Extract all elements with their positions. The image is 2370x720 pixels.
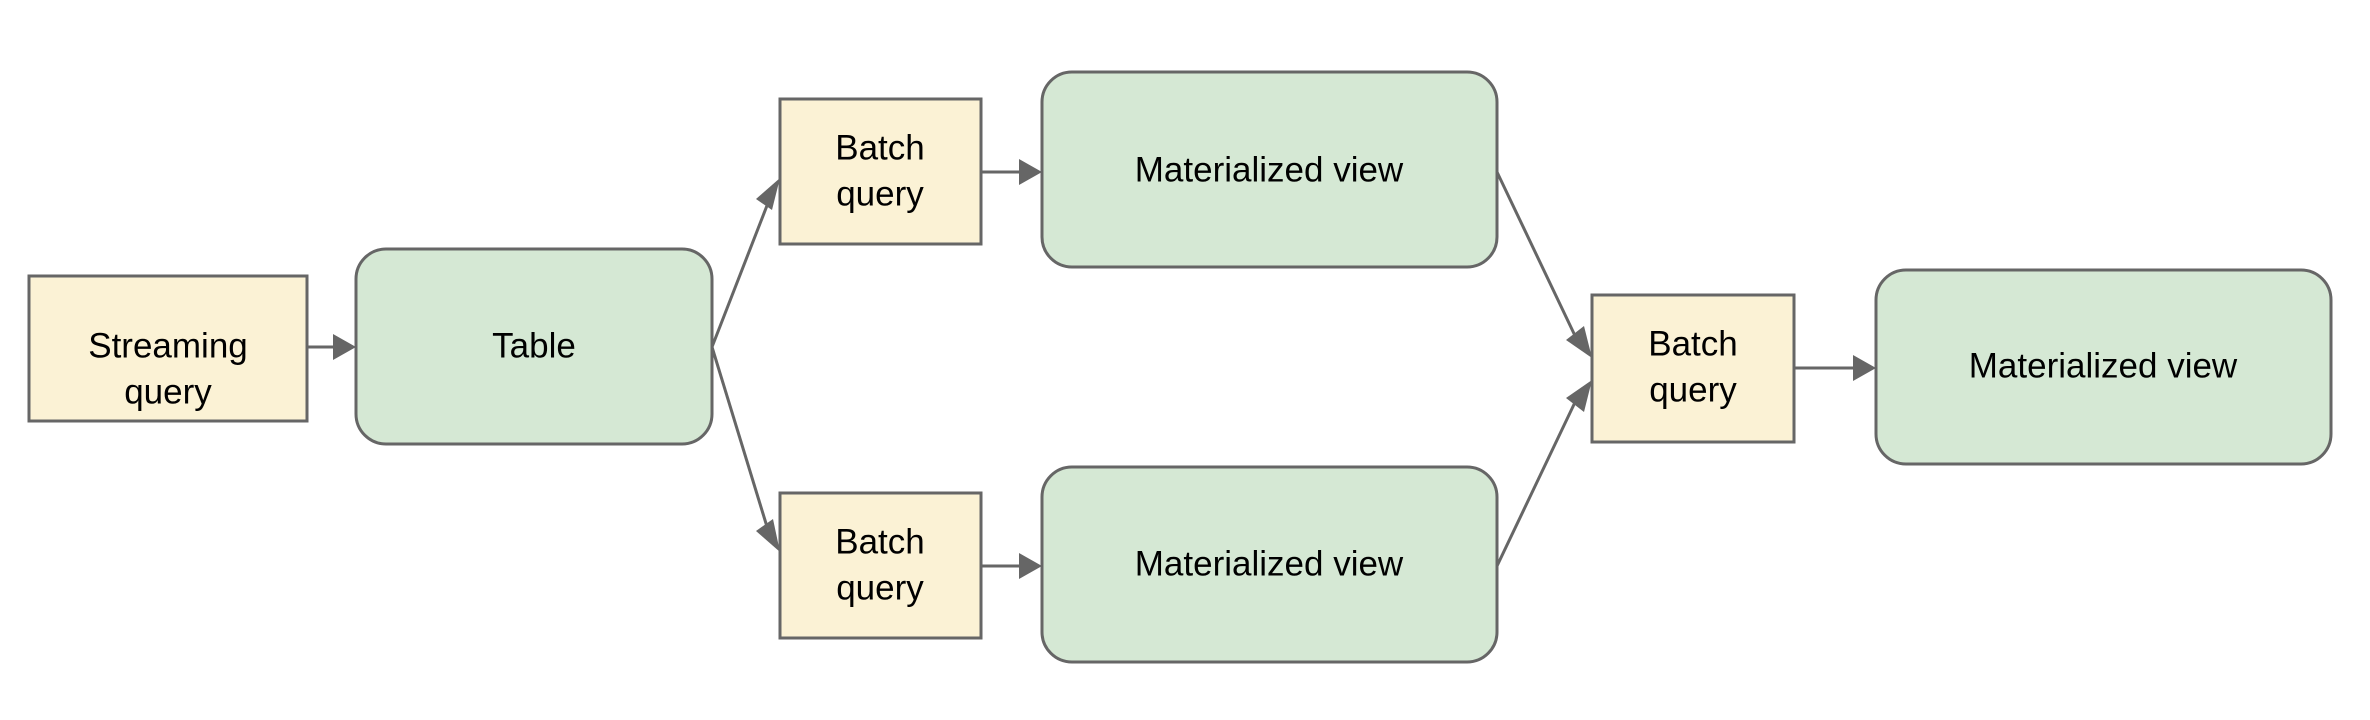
arrowhead-icon [333,334,356,360]
node-label-line1-real: Streaming [88,326,248,365]
node-label-line1: Batch [1648,324,1738,363]
edge-table-to-batch-query-bottom [710,346,780,552]
node-batch-query-top[interactable]: Batch query [778,97,983,246]
arrowhead-icon [1566,326,1592,358]
node-shape-rectangle[interactable] [778,491,983,640]
node-label: Materialized view [1135,150,1404,189]
node-shape-rounded-rectangle[interactable] [1040,465,1499,664]
edge-batch-query-top-to-materialized-view-top [981,159,1042,185]
arrowhead-icon [1853,355,1876,381]
node-label-line2: query [1649,370,1737,409]
edge-batch-query-join-to-materialized-view-final [1794,355,1876,381]
arrowhead-icon [756,519,780,552]
arrowhead-icon [1566,380,1592,412]
edge-line [710,202,770,348]
nodes-layer: Streaming query Table Batch query Materi… [27,70,2333,664]
node-label-line2: query [124,372,212,411]
node-materialized-view-final[interactable]: Materialized view [1874,268,2333,466]
node-batch-query-bottom[interactable]: Batch query [778,491,983,640]
node-label: Table [492,326,576,365]
edges-layer [307,159,1876,579]
node-label-line2: query [836,568,924,607]
arrowhead-icon [1019,159,1042,185]
node-shape-rectangle[interactable] [27,274,309,423]
node-shape-rounded-rectangle[interactable] [1874,268,2333,466]
node-label-line2: query [836,174,924,213]
edge-line [710,346,770,531]
node-shape-rectangle[interactable] [778,97,983,246]
edge-materialized-view-top-to-batch-query-join [1495,171,1592,358]
node-shape-rectangle[interactable] [1590,293,1796,444]
edge-line [1495,395,1580,567]
node-shape-rounded-rectangle[interactable] [1040,70,1499,269]
edge-line [1495,171,1580,343]
edge-materialized-view-bottom-to-batch-query-join [1495,380,1592,567]
node-materialized-view-bottom[interactable]: Materialized view [1040,465,1499,664]
arrowhead-icon [756,178,780,210]
edge-table-to-batch-query-top [710,178,780,348]
node-label-line1: Batch [835,522,925,561]
edge-batch-query-bottom-to-materialized-view-bottom [981,553,1042,579]
node-label-line1: Batch [835,128,925,167]
arrowhead-icon [1019,553,1042,579]
edge-streaming-to-table [307,334,356,360]
node-batch-query-join[interactable]: Batch query [1590,293,1796,444]
node-table[interactable]: Table [354,247,714,446]
node-materialized-view-top[interactable]: Materialized view [1040,70,1499,269]
node-streaming-query[interactable]: Streaming query [27,274,309,423]
node-shape-rounded-rectangle[interactable] [354,247,714,446]
node-label: Materialized view [1135,544,1404,583]
node-label: Materialized view [1969,346,2238,385]
